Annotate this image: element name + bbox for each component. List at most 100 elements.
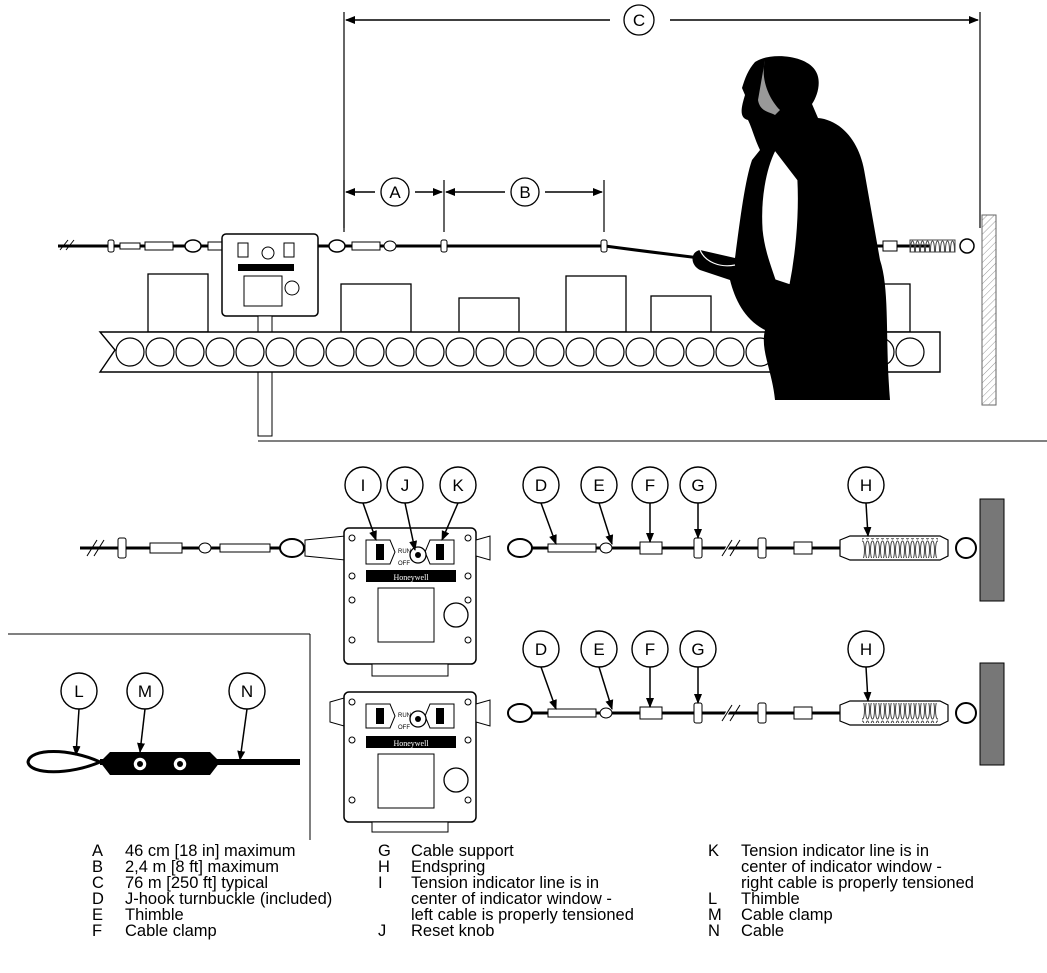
callout-letter: H bbox=[860, 476, 872, 495]
legend-text: Tension indicator line is in bbox=[411, 874, 600, 892]
conveyor-roller bbox=[415, 337, 445, 367]
callout-d: D bbox=[522, 630, 560, 710]
legend-text: 46 cm [18 in] maximum bbox=[125, 842, 296, 860]
callout-circle bbox=[631, 630, 669, 668]
dimension-c: C bbox=[343, 4, 981, 228]
conveyor-roller bbox=[505, 337, 535, 367]
callout-letter: K bbox=[452, 476, 464, 495]
conveyor-roller bbox=[115, 337, 145, 367]
overview-scene: C A B bbox=[58, 4, 1047, 442]
detail-assembly-upper: RUN OFF Honeywell bbox=[80, 498, 1005, 677]
dimension-a: A bbox=[343, 177, 445, 232]
legend-key: M bbox=[708, 906, 722, 924]
cable-clamp-inset bbox=[8, 633, 311, 840]
callout-b: B bbox=[519, 183, 530, 202]
callout-leader bbox=[237, 708, 248, 761]
callout-letter: M bbox=[138, 682, 152, 701]
conveyor-roller bbox=[145, 337, 175, 367]
callout-circle bbox=[522, 630, 560, 668]
callout-circle bbox=[439, 466, 477, 504]
callout-circle bbox=[126, 672, 164, 710]
legend-key: I bbox=[378, 874, 383, 892]
conveyor-roller bbox=[685, 337, 715, 367]
callout-m: M bbox=[126, 672, 164, 753]
legend-text: Reset knob bbox=[411, 922, 495, 940]
off-label-2: OFF bbox=[398, 725, 410, 731]
legend-text: Cable clamp bbox=[741, 906, 833, 924]
conveyor-roller bbox=[175, 337, 205, 367]
legend-text-continued: center of indicator window - bbox=[741, 858, 942, 876]
operator-silhouette bbox=[692, 56, 890, 400]
detail-assembly-lower: RUN OFF Honeywell bbox=[329, 662, 1005, 833]
callout-leader bbox=[404, 502, 418, 551]
callout-l: L bbox=[60, 672, 98, 756]
legend-item: I Tension indicator line is in bbox=[378, 874, 634, 892]
callout-letter: E bbox=[593, 476, 604, 495]
legend-text: Cable bbox=[741, 922, 785, 940]
callout-circle bbox=[847, 466, 885, 504]
conveyor-roller bbox=[265, 337, 295, 367]
callout-k: K bbox=[439, 466, 477, 541]
conveyor-roller bbox=[205, 337, 235, 367]
legend-key: K bbox=[708, 842, 720, 860]
legend-item: M Cable clamp bbox=[708, 906, 974, 924]
callout-j: J bbox=[386, 466, 424, 551]
legend-key: C bbox=[92, 874, 104, 892]
callout-circle bbox=[386, 466, 424, 504]
legend-text: Thimble bbox=[125, 906, 184, 924]
callout-letter: F bbox=[645, 476, 655, 495]
legend-text-continued: left cable is properly tensioned bbox=[411, 906, 634, 924]
top-cable bbox=[58, 214, 997, 406]
legend-text: Thimble bbox=[741, 890, 800, 908]
legend-text: 76 m [250 ft] typical bbox=[125, 874, 269, 892]
legend-key: E bbox=[92, 906, 104, 924]
legend-key: H bbox=[378, 858, 390, 876]
callout-n: N bbox=[228, 672, 266, 761]
callout-letter: D bbox=[535, 476, 547, 495]
callout-leader bbox=[598, 502, 614, 545]
conveyor-roller bbox=[295, 337, 325, 367]
callout-circle bbox=[679, 630, 717, 668]
conveyor-boxes bbox=[147, 273, 911, 333]
callout-circle bbox=[228, 672, 266, 710]
legend-text: Cable clamp bbox=[125, 922, 217, 940]
callout-leader bbox=[362, 502, 377, 541]
run-label-2: RUN bbox=[398, 713, 411, 719]
callout-circle bbox=[580, 466, 618, 504]
legend-text: 2,4 m [8 ft] maximum bbox=[125, 858, 280, 876]
callout-a: A bbox=[389, 183, 401, 202]
run-label: RUN bbox=[398, 549, 411, 555]
legend-key: A bbox=[92, 842, 104, 860]
switch-top-small bbox=[221, 233, 319, 437]
conveyor-roller bbox=[625, 337, 655, 367]
legend-item: E Thimble bbox=[92, 906, 332, 924]
callout-circle bbox=[344, 466, 382, 504]
callout-leader bbox=[137, 708, 146, 753]
off-label: OFF bbox=[398, 561, 410, 567]
conveyor-roller bbox=[235, 337, 265, 367]
callout-letter: N bbox=[241, 682, 253, 701]
callout-leader bbox=[863, 502, 872, 537]
callout-g: G bbox=[679, 466, 717, 539]
conveyor-roller bbox=[385, 337, 415, 367]
callout-leader bbox=[540, 502, 557, 545]
callout-f: F bbox=[631, 630, 669, 708]
callout-leader bbox=[540, 666, 557, 710]
legend-item: C 76 m [250 ft] typical bbox=[92, 874, 332, 892]
callout-e: E bbox=[580, 630, 618, 710]
callout-circle bbox=[631, 466, 669, 504]
legend-key: D bbox=[92, 890, 104, 908]
callout-i: I bbox=[344, 466, 382, 541]
brand-label-2: Honeywell bbox=[393, 739, 429, 748]
conveyor-roller bbox=[535, 337, 565, 367]
